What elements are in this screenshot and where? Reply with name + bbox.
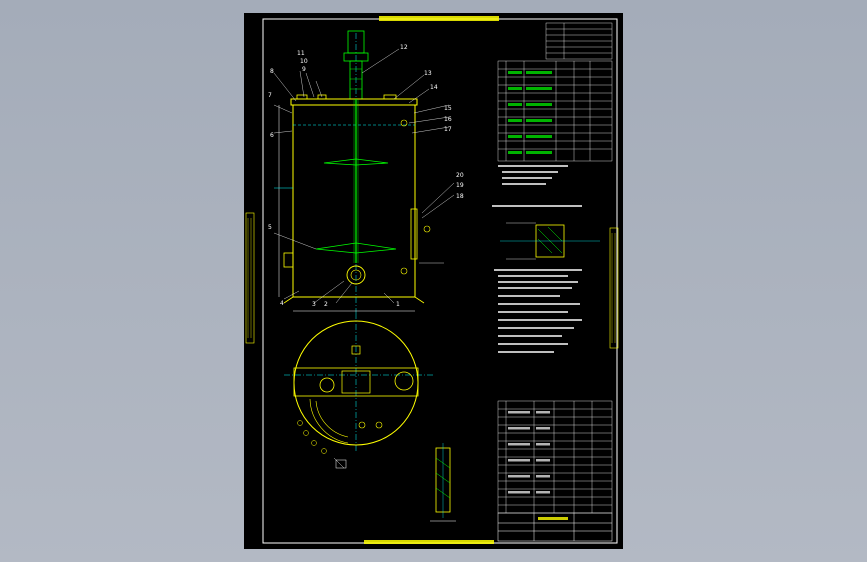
detail-section [500, 222, 600, 260]
leader-2: 2 [324, 301, 328, 308]
leader-16: 16 [444, 116, 452, 123]
right-side-strip [609, 227, 619, 349]
top-banner [379, 16, 499, 21]
leader-6: 6 [270, 132, 274, 139]
leader-12: 12 [400, 44, 408, 51]
leader-10: 10 [300, 58, 308, 65]
leader-20: 20 [456, 172, 464, 179]
level-gauge [410, 208, 418, 260]
leader-18: 18 [456, 193, 464, 200]
leader-11: 11 [297, 50, 305, 57]
leader-9: 9 [302, 66, 306, 73]
leader-17: 17 [444, 126, 452, 133]
leader-5: 5 [268, 224, 272, 231]
leader-3: 3 [312, 301, 316, 308]
leader-14: 14 [430, 84, 438, 91]
plan-beam [293, 367, 419, 397]
title-block-name [538, 517, 568, 520]
leader-labels: 8 11 10 9 12 13 14 15 16 17 7 6 5 4 3 2 … [268, 44, 464, 308]
leader-13: 13 [424, 70, 432, 77]
bottom-banner [364, 540, 494, 544]
tank-elevation [274, 30, 431, 313]
leader-15: 15 [444, 105, 452, 112]
bom-table [497, 400, 613, 514]
flange-detail [430, 443, 456, 522]
leader-19: 19 [456, 182, 464, 189]
upper-impeller [323, 158, 389, 166]
lower-impeller [315, 242, 397, 254]
title-block [497, 512, 613, 542]
drawing-canvas: 8 11 10 9 12 13 14 15 16 17 7 6 5 4 3 2 … [245, 16, 619, 544]
manhole [346, 265, 366, 285]
leader-4: 4 [280, 300, 284, 307]
leader-7: 7 [268, 92, 272, 99]
leader-1: 1 [396, 301, 400, 308]
side-nozzle [283, 252, 294, 268]
bom-table-text [508, 411, 550, 494]
parts-list [497, 60, 613, 162]
parts-list-text [508, 71, 552, 154]
technical-table [545, 22, 613, 60]
tank-plan [284, 313, 434, 469]
leader-lines [273, 48, 455, 304]
leader-8: 8 [270, 68, 274, 75]
left-side-strip [245, 212, 255, 344]
side-strip-hatch [247, 218, 616, 343]
drawing-sheet[interactable]: 8 11 10 9 12 13 14 15 16 17 7 6 5 4 3 2 … [244, 13, 623, 549]
technical-notes [492, 165, 582, 353]
